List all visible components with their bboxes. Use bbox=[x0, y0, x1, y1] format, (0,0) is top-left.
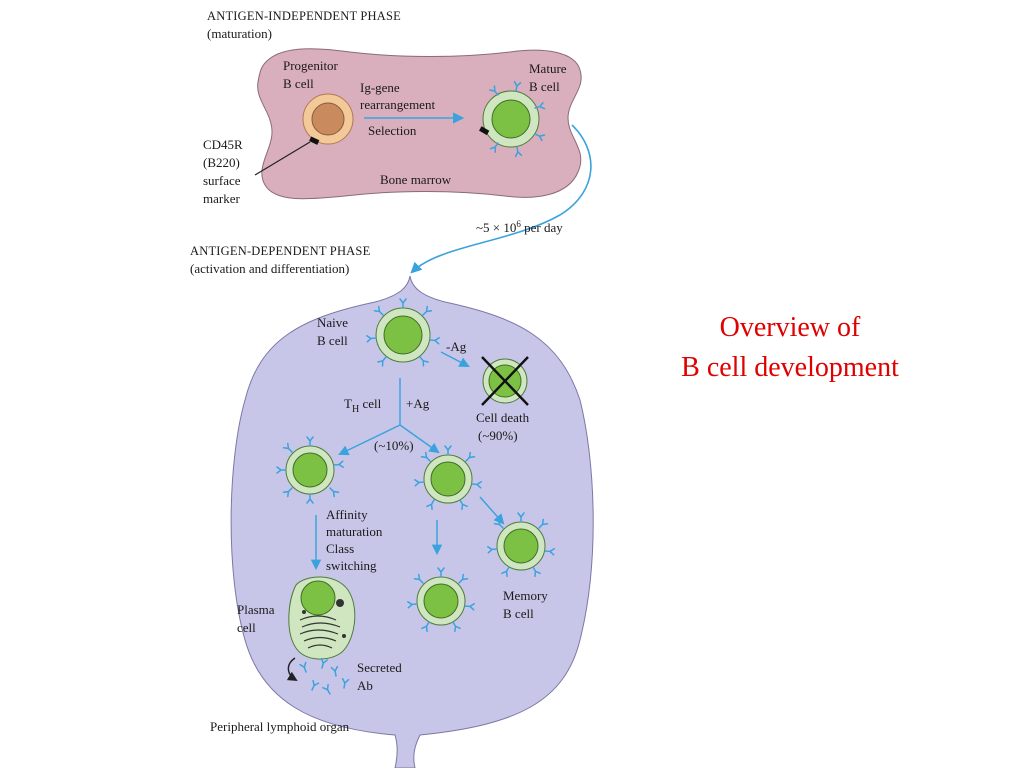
affinity-label-3: Class bbox=[326, 541, 354, 556]
plasma-label-1: Plasma bbox=[237, 602, 275, 617]
bone-marrow-region bbox=[257, 48, 582, 200]
slide-title: Overview of B cell development bbox=[640, 308, 940, 388]
memory-label-2: B cell bbox=[503, 606, 534, 621]
selection-label: Selection bbox=[368, 123, 417, 138]
progenitor-b-cell bbox=[302, 93, 354, 145]
secreted-label-1: Secreted bbox=[357, 660, 402, 675]
affinity-label-1: Affinity bbox=[326, 507, 368, 522]
cd45r-pointer bbox=[254, 141, 311, 176]
memory-b-cell bbox=[487, 512, 555, 578]
affinity-label-2: maturation bbox=[326, 524, 383, 539]
affinity-label-4: switching bbox=[326, 558, 377, 573]
dependent-phase-subtitle: (activation and differentiation) bbox=[190, 261, 349, 276]
b-cell-bottom bbox=[407, 567, 475, 633]
mature-label-2: B cell bbox=[529, 79, 560, 94]
cd45r-label-4: marker bbox=[203, 191, 240, 206]
bone-marrow-label: Bone marrow bbox=[380, 172, 452, 187]
peripheral-organ-label: Peripheral lymphoid organ bbox=[210, 719, 350, 734]
minus-ag-label: -Ag bbox=[446, 339, 467, 354]
activation-branch-right bbox=[399, 424, 440, 454]
memory-arrow bbox=[479, 496, 505, 525]
independent-phase-subtitle: (maturation) bbox=[207, 26, 272, 41]
cd45r-label-1: CD45R bbox=[203, 137, 243, 152]
dependent-phase-title: ANTIGEN-DEPENDENT PHASE bbox=[190, 244, 371, 258]
plus-ag-label: +Ag bbox=[406, 396, 430, 411]
secretion-arrow bbox=[286, 657, 298, 682]
activated-b-cell-left bbox=[276, 436, 344, 504]
dying-b-cell bbox=[481, 356, 529, 406]
slide-title-line-1: Overview of bbox=[719, 312, 861, 343]
slide-title-line-2: B cell development bbox=[681, 352, 899, 383]
activation-branch-left bbox=[338, 424, 401, 456]
cell-death-label: Cell death bbox=[476, 410, 530, 425]
minus-ag-arrow bbox=[440, 351, 470, 367]
cd45r-label-2: (B220) bbox=[203, 155, 240, 170]
cell-death-percent: (~90%) bbox=[478, 428, 518, 443]
mature-b-cell bbox=[479, 80, 546, 158]
mature-label-1: Mature bbox=[529, 61, 567, 76]
activated-b-cell-right bbox=[414, 445, 482, 511]
plasma-cell bbox=[288, 576, 356, 660]
plasma-label-2: cell bbox=[237, 620, 256, 635]
naive-label-1: Naive bbox=[317, 315, 348, 330]
ig-gene-label: Ig-gene bbox=[360, 80, 400, 95]
progenitor-label-2: B cell bbox=[283, 76, 314, 91]
rearrangement-label: rearrangement bbox=[360, 97, 435, 112]
independent-phase-title: ANTIGEN-INDEPENDENT PHASE bbox=[207, 9, 401, 23]
ten-percent-label: (~10%) bbox=[374, 438, 414, 453]
memory-label-1: Memory bbox=[503, 588, 548, 603]
rate-label: ~5 × 106 per day bbox=[476, 219, 563, 235]
naive-label-2: B cell bbox=[317, 333, 348, 348]
naive-b-cell bbox=[366, 298, 440, 367]
secreted-label-2: Ab bbox=[357, 678, 373, 693]
cd45r-label-3: surface bbox=[203, 173, 241, 188]
export-arrow bbox=[410, 124, 592, 274]
th-cell-label: TH cell bbox=[344, 396, 382, 415]
progenitor-label-1: Progenitor bbox=[283, 58, 339, 73]
